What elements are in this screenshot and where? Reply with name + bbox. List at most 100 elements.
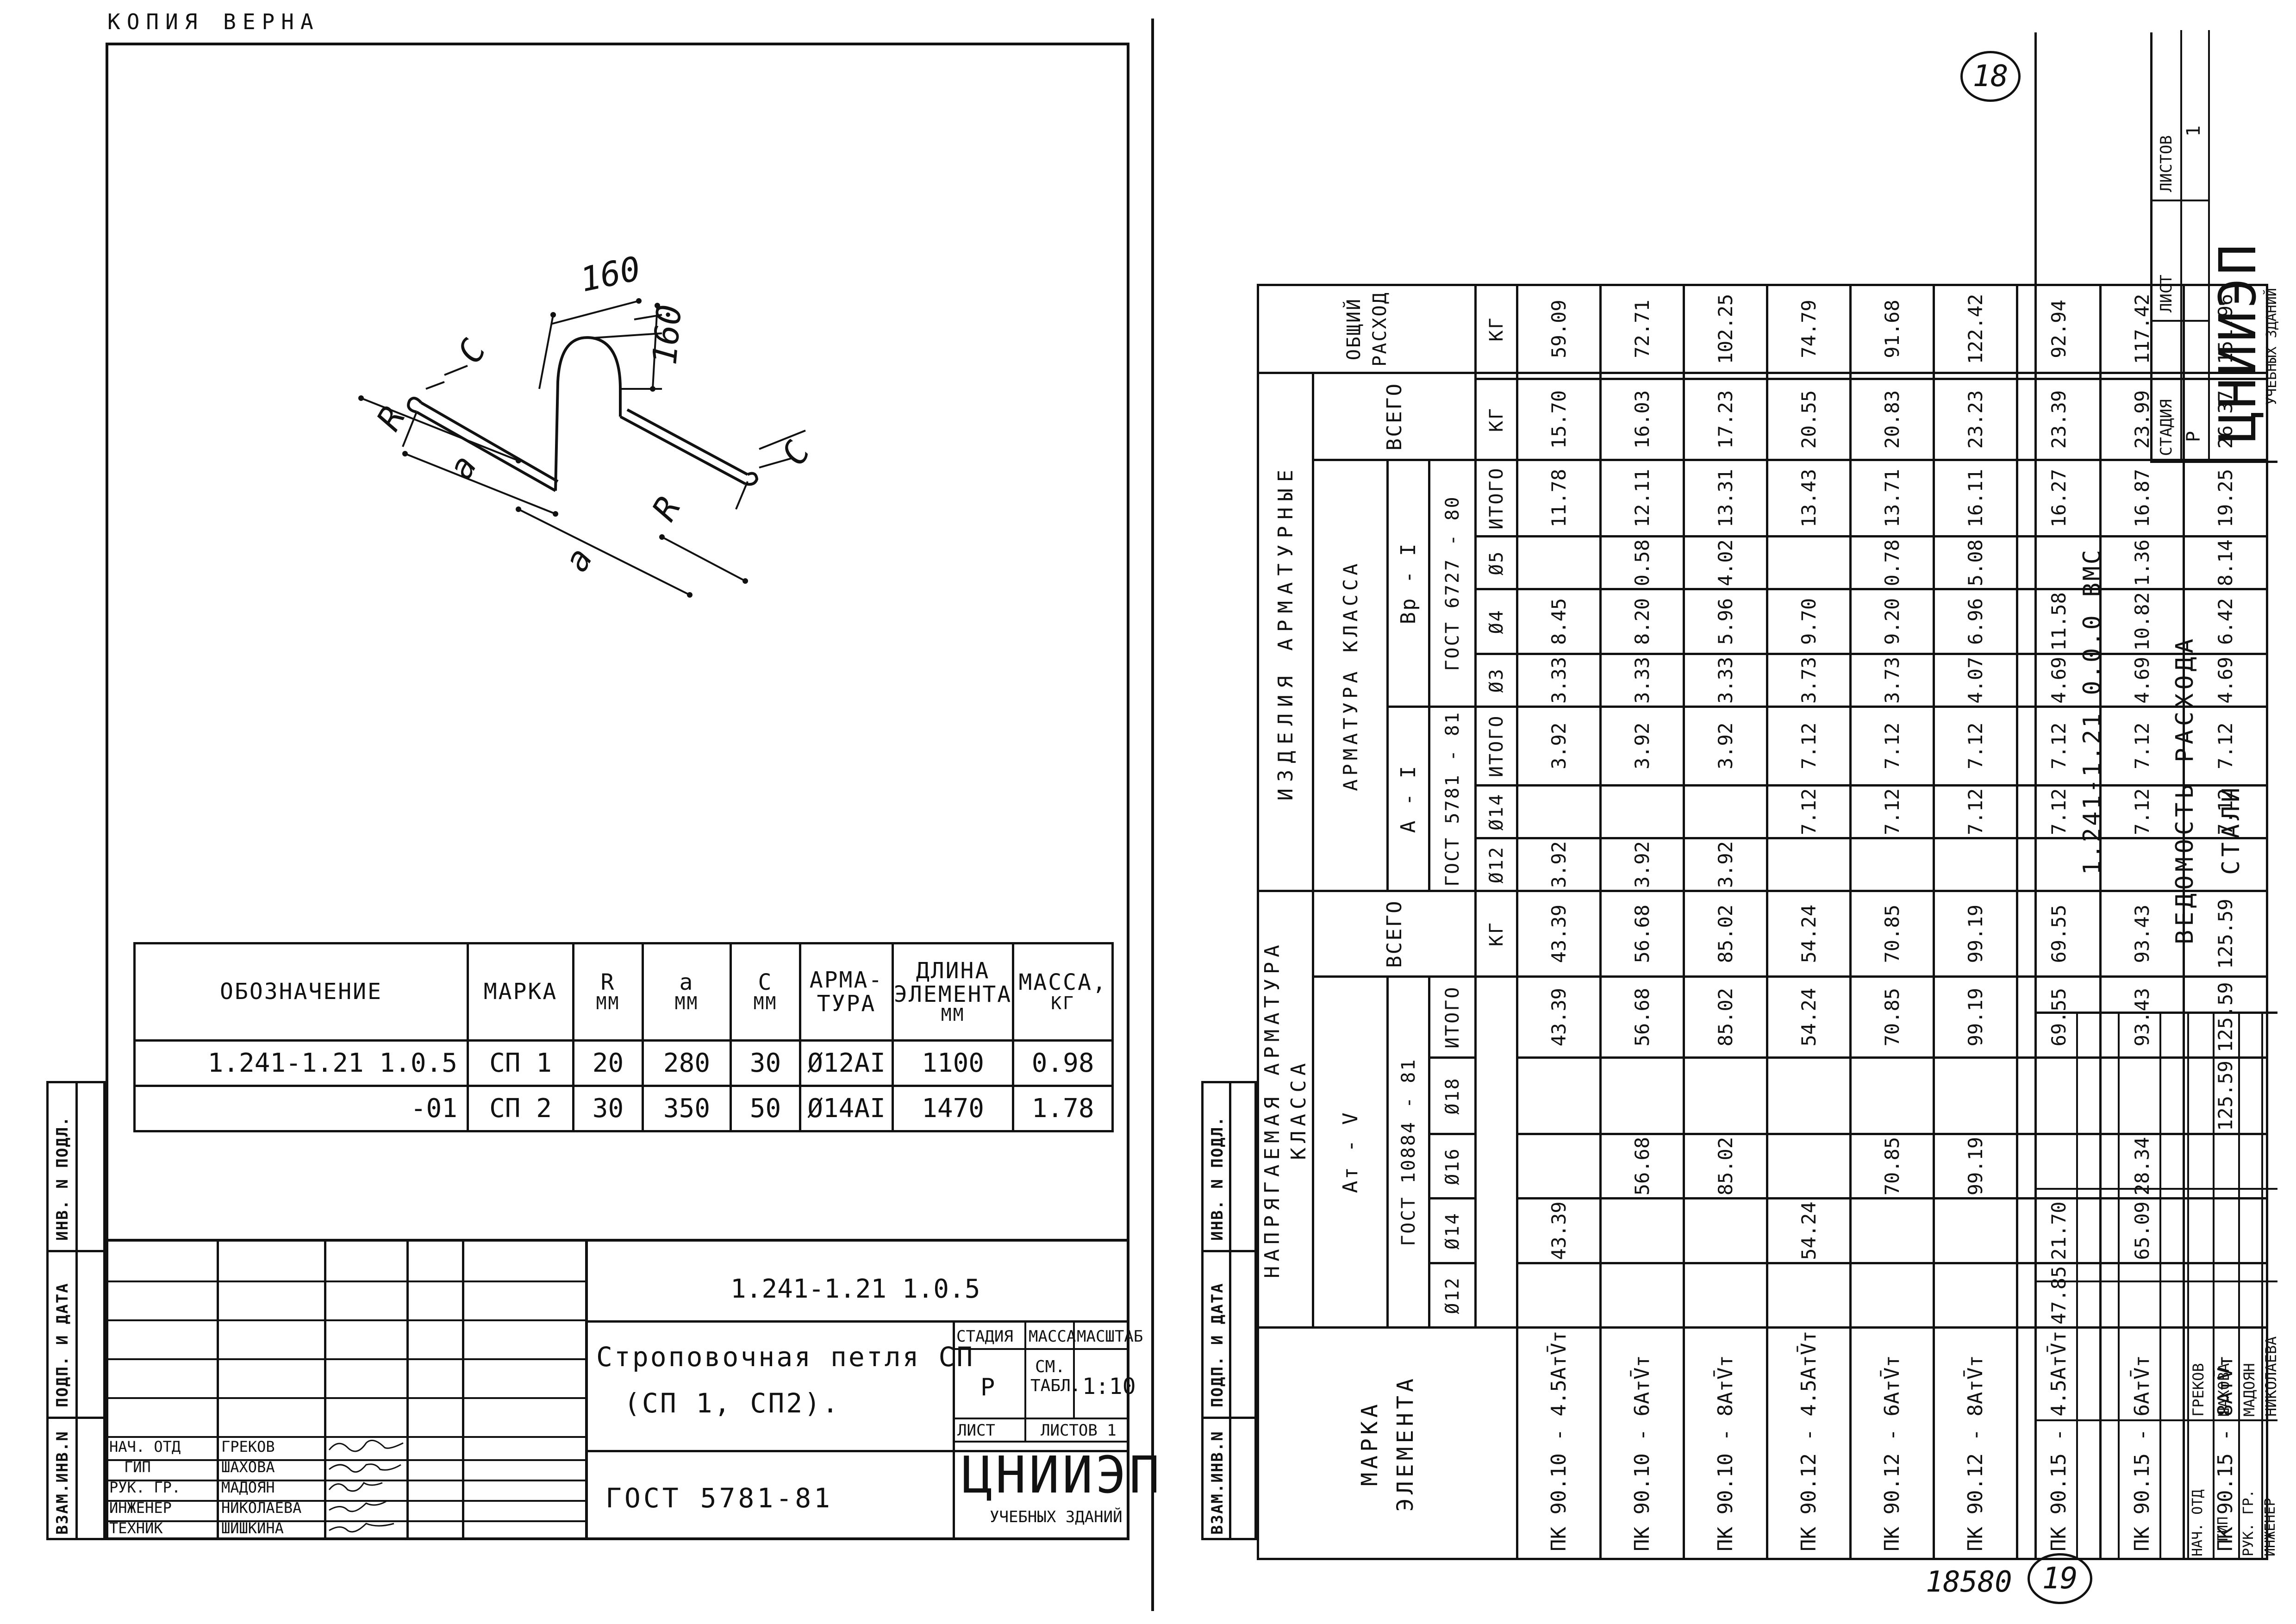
left-title-block: 1.241-1.21 1.0.5 Строповочная петля СП (… xyxy=(106,1239,1160,1540)
cell-sum: 20.83 xyxy=(1850,379,1934,460)
right-stage-header: СТАДИЯ xyxy=(2157,399,2176,456)
cell-designation: 1.241-1.21 1.0.5 xyxy=(133,1039,469,1087)
staff-role: НАЧ. ОТД xyxy=(109,1438,181,1455)
cell-spacer xyxy=(1850,373,1934,379)
col-a-d12: Ø12 xyxy=(1475,838,1517,891)
col-bp-i: Вр - I xyxy=(1387,460,1429,707)
cell-p-total: 54.24 xyxy=(1767,891,1851,977)
cell-rebar: Ø12AI xyxy=(799,1039,894,1087)
col-p-kg: КГ xyxy=(1475,891,1517,977)
col-R-label: R xyxy=(600,969,616,996)
cell-R: 20 xyxy=(572,1039,644,1087)
staff-role: РУК. ГР. xyxy=(2240,1489,2257,1557)
col-general: ОБЩИЙ РАСХОД xyxy=(1258,285,1476,373)
col-sum-kg: КГ xyxy=(1475,379,1517,460)
cell-p18 xyxy=(1600,1057,1684,1134)
col-prestressed: НАПРЯГАЕМАЯ АРМАТУРА КЛАССА xyxy=(1258,891,1313,1328)
cell-general: 74.79 xyxy=(1767,285,1851,373)
right-org-subtitle: УЧЕБНЫХ ЗДАНИЙ xyxy=(2264,288,2280,405)
cell-p-itogo: 85.02 xyxy=(1684,976,1767,1058)
cell-spacer xyxy=(1600,373,1684,379)
left-scale-value: 1:10 xyxy=(1082,1374,1136,1399)
cell-a-itogo: 3.92 xyxy=(1600,706,1684,786)
col-mark: МАРКА xyxy=(467,942,574,1042)
cell-p18 xyxy=(1934,1057,2017,1134)
dim-c-right: C xyxy=(774,435,817,472)
right-side-strip: ИНВ. N ПОДЛ. ПОДП. И ДАТА ВЗАМ.ИНВ.N xyxy=(1201,1081,1257,1540)
col-p-itogo: ИТОГО xyxy=(1429,976,1476,1058)
sheet-number-circle: 18 xyxy=(1960,51,2021,102)
cell-b-itogo: 13.31 xyxy=(1684,460,1767,537)
col-b-itogo: ИТОГО xyxy=(1475,460,1517,537)
cell-p16 xyxy=(1767,1134,1851,1199)
cell-a14 xyxy=(1517,785,1601,838)
cell-a12 xyxy=(1934,838,2017,891)
col-a-d14: Ø14 xyxy=(1475,785,1517,838)
cell-b-itogo: 13.43 xyxy=(1767,460,1851,537)
col-p-total: ВСЕГО xyxy=(1313,891,1476,977)
side-label-replace: ВЗАМ.ИНВ.N xyxy=(53,1430,72,1535)
cell-general: 122.42 xyxy=(1934,285,2017,373)
right-doc-name-1: ВЕДОМОСТЬ РАСХОДА xyxy=(2171,635,2199,944)
cell-a14: 7.12 xyxy=(1934,785,2017,838)
cell-p12 xyxy=(1600,1263,1684,1328)
cell-spacer xyxy=(1517,373,1601,379)
cell-c: 50 xyxy=(730,1085,801,1132)
cell-p18 xyxy=(1767,1057,1851,1134)
side-label-inv: ИНВ. N ПОДЛ. xyxy=(1208,1116,1227,1241)
left-doc-name-2: (СП 1, СП2). xyxy=(624,1387,841,1419)
col-rebar: АРМА-ТУРА xyxy=(799,942,894,1042)
staff-name: ГРЕКОВ xyxy=(2190,1363,2207,1417)
right-org-logo: ЦНИИЭП xyxy=(2208,241,2267,442)
staff-role: НАЧ. ОТД xyxy=(2190,1489,2206,1557)
cell-p12 xyxy=(1934,1263,2017,1328)
cell-general: 72.71 xyxy=(1600,285,1684,373)
left-sheets-header: ЛИСТОВ 1 xyxy=(1041,1421,1117,1440)
left-scale-header: МАСШТАБ xyxy=(1077,1327,1143,1346)
staff-name: НИКОЛАЕВА xyxy=(221,1499,302,1517)
cell-b-itogo: 12.11 xyxy=(1600,460,1684,537)
right-sheets-header: ЛИСТОВ xyxy=(2157,135,2176,192)
cell-p14: 54.24 xyxy=(1767,1198,1851,1263)
cell-p12 xyxy=(1850,1263,1934,1328)
cell-p16: 70.85 xyxy=(1850,1134,1934,1199)
cell-p14 xyxy=(1684,1198,1767,1263)
cell-element-mark: ПК 90.10 - 6АтV̄т xyxy=(1600,1327,1684,1559)
left-sheet-header: ЛИСТ xyxy=(957,1421,995,1440)
cell-a14 xyxy=(1684,785,1767,838)
cell-p-total: 85.02 xyxy=(1684,891,1767,977)
staff-name: ГРЕКОВ xyxy=(221,1438,275,1455)
cell-p12 xyxy=(1517,1263,1601,1328)
cell-b4: 6.96 xyxy=(1934,589,2017,654)
cell-a-itogo: 7.12 xyxy=(1934,706,2017,786)
col-c-unit: ММ xyxy=(753,993,778,1013)
cell-p18 xyxy=(1517,1057,1601,1134)
col-spacer xyxy=(1475,373,1517,379)
col-mass-unit: КГ xyxy=(1051,993,1075,1013)
staff-role: ИНЖЕНЕР xyxy=(2262,1498,2278,1556)
cell-p-total: 56.68 xyxy=(1600,891,1684,977)
col-element-mark: МАРКА ЭЛЕМЕНТА xyxy=(1258,1327,1517,1559)
sheet-divider xyxy=(1151,19,1154,1611)
cell-p16 xyxy=(1517,1134,1601,1199)
col-p-blank xyxy=(1475,976,1517,1328)
cell-b4: 8.45 xyxy=(1517,589,1601,654)
col-at-v: Ат - V xyxy=(1313,976,1388,1328)
cell-a12: 3.92 xyxy=(1517,838,1601,891)
col-b-d4: Ø4 xyxy=(1475,589,1517,654)
cell-rebar: Ø14AI xyxy=(799,1085,894,1132)
right-doc-code: 1.241-1.21 0.0.0 ВМС xyxy=(2078,548,2106,875)
cell-element-mark: ПК 90.12 - 6АтV̄т xyxy=(1850,1327,1934,1559)
cell-p16: 85.02 xyxy=(1684,1134,1767,1199)
cell-p-itogo: 43.39 xyxy=(1517,976,1601,1058)
col-gost-6727: ГОСТ 6727 - 80 xyxy=(1429,460,1476,707)
col-gost-5781: ГОСТ 5781 - 81 xyxy=(1429,706,1476,891)
cell-sum: 15.70 xyxy=(1517,379,1601,460)
left-stage-value: Р xyxy=(980,1374,995,1401)
table-header-row: МАРКА ЭЛЕМЕНТА НАПРЯГАЕМАЯ АРМАТУРА КЛАС… xyxy=(1258,285,1517,1559)
